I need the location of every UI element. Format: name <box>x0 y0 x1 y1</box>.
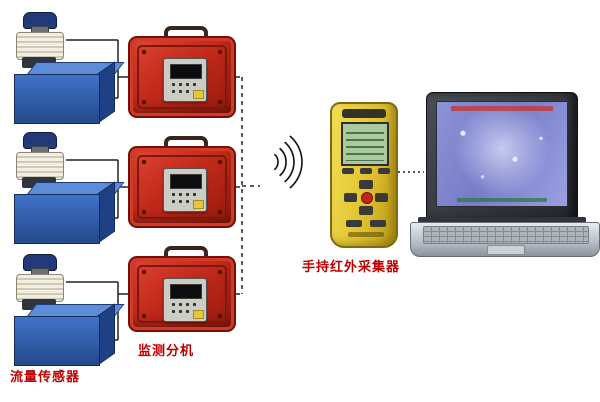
laptop-keyboard <box>423 226 589 244</box>
panel-keys <box>170 301 200 315</box>
tank-front-face <box>14 74 100 124</box>
panel-keys <box>170 81 200 95</box>
laptop-screen-title-bar <box>451 106 553 111</box>
monitoring-unit-case-2 <box>128 136 236 228</box>
flow-transmitter <box>14 12 66 68</box>
monitoring-unit-case-3 <box>128 246 236 332</box>
case-body <box>128 256 236 332</box>
laptop-touchpad <box>487 245 525 255</box>
wireless-signal-icon <box>273 135 303 189</box>
handheld-function-key <box>378 168 390 174</box>
handheld-collector <box>330 102 398 248</box>
laptop <box>410 92 600 258</box>
handheld-bottom-key <box>346 220 362 227</box>
handheld-down-key <box>359 206 373 215</box>
flow-sensor-group-3 <box>8 254 125 366</box>
transmitter-body <box>16 274 64 302</box>
laptop-screen-frame <box>426 92 578 220</box>
case-inner-frame <box>137 45 227 109</box>
handheld-lcd-screen <box>341 122 389 166</box>
sensor-tank <box>14 303 125 366</box>
transmitter-body <box>16 32 64 60</box>
case-bus-dashed-line <box>236 76 260 295</box>
panel-warning-sticker <box>193 310 204 319</box>
handheld-right-key <box>375 193 388 202</box>
tank-front-face <box>14 316 100 366</box>
tank-front-face <box>14 194 100 244</box>
flow-sensor-label: 流量传感器 <box>10 369 81 384</box>
case-panel <box>163 168 207 212</box>
flow-transmitter <box>14 132 66 188</box>
lcd-text-lines <box>346 127 384 161</box>
case-panel <box>163 58 207 102</box>
handheld-collector-label: 手持红外采集器 <box>302 259 401 274</box>
monitor-unit-label: 监测分机 <box>138 343 195 358</box>
panel-keys <box>170 191 200 205</box>
case-body <box>128 146 236 228</box>
panel-screen <box>170 284 202 299</box>
laptop-screen <box>436 101 568 207</box>
laptop-hinge <box>418 217 586 223</box>
handheld-ir-window <box>342 109 386 118</box>
flow-sensor-group-1 <box>8 12 125 124</box>
sensor-tank <box>14 181 125 244</box>
flow-transmitter <box>14 254 66 310</box>
panel-screen <box>170 174 202 189</box>
panel-warning-sticker <box>193 90 204 99</box>
panel-warning-sticker <box>193 200 204 209</box>
case-body <box>128 36 236 118</box>
handheld-body <box>330 102 398 248</box>
handheld-function-key <box>342 168 354 174</box>
flow-sensor-group-2 <box>8 132 125 244</box>
transmitter-body <box>16 152 64 180</box>
laptop-screen-footer-bar <box>457 198 547 202</box>
case-panel <box>163 278 207 322</box>
handheld-bottom-key <box>370 220 386 227</box>
laptop-base <box>410 222 600 257</box>
panel-screen <box>170 64 202 79</box>
monitoring-unit-case-1 <box>128 26 236 118</box>
handheld-left-key <box>344 193 357 202</box>
handheld-function-key <box>360 168 372 174</box>
handheld-up-key <box>359 180 373 189</box>
handheld-enter-key <box>361 192 373 204</box>
handheld-brand-mark <box>348 232 384 237</box>
sensor-tank <box>14 61 125 124</box>
